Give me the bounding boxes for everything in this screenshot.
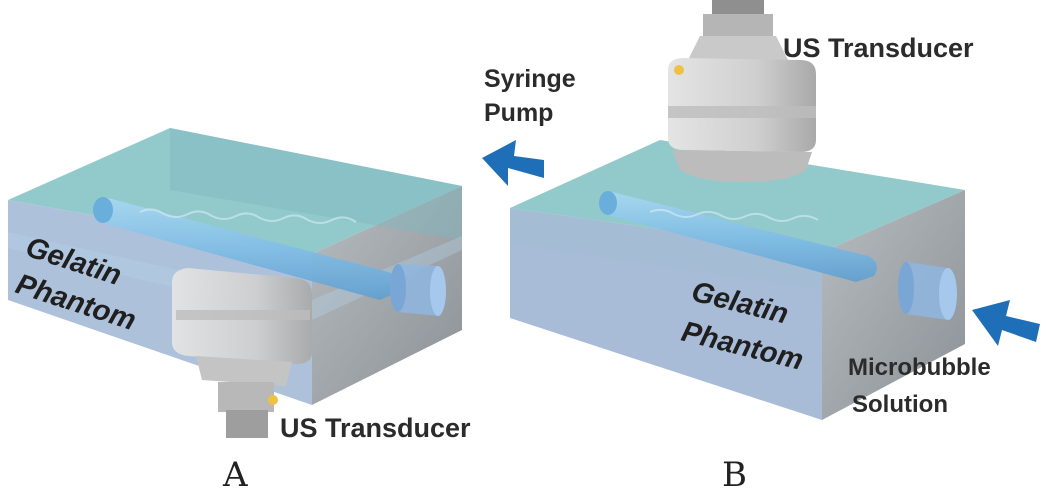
gelatin-phantom-box-b <box>510 140 965 420</box>
us-transducer-a <box>172 268 312 438</box>
us-transducer-b <box>668 0 816 182</box>
panel-b: Gelatin Phantom US Transducer Syringe Pu… <box>482 0 1040 493</box>
vessel-tube-b <box>599 191 877 282</box>
vessel-tube-a <box>93 197 400 300</box>
transducer-label-a: US Transducer <box>280 413 471 443</box>
panel-letter-b: B <box>722 455 747 493</box>
solution-label-line2: Solution <box>852 391 948 418</box>
outlet-tube-a <box>390 264 446 316</box>
microbubble-arrow <box>972 300 1040 346</box>
connector-dot-a <box>268 395 278 405</box>
inlet-tube-b <box>898 262 957 320</box>
syringe-arrow <box>482 140 544 186</box>
syringe-label-line2: Pump <box>484 99 553 127</box>
syringe-label-line1: Syringe <box>484 65 576 93</box>
panel-letter-a: A <box>222 455 248 493</box>
solution-label-line1: Microbubble <box>848 354 991 381</box>
transducer-label-b: US Transducer <box>783 33 974 63</box>
panel-a: Gelatin Phantom US Transducer A <box>8 128 471 493</box>
connector-dot-b <box>674 65 684 75</box>
